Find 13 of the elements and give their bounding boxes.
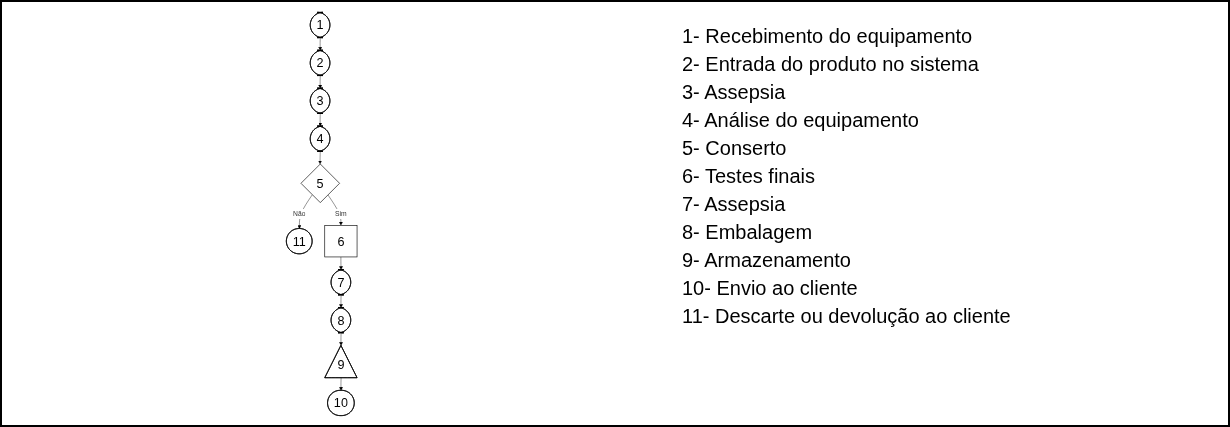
legend-note: 3- Assepsia [682,80,787,105]
node-diamond: 5 [300,163,341,203]
legend-note: 11- Descarte ou devolução ao cliente [682,304,1011,329]
legend-note: 4- Análise do equipamento [682,108,920,133]
legend-note: 10- Envio ao cliente [682,276,859,301]
legend-note: 9- Armazenamento [682,248,852,273]
legend-note: 1- Recebimento do equipamento [682,24,974,49]
legend-note: 7- Assepsia [682,192,787,217]
legend-note: 2- Entrada do produto no sistema [682,52,980,77]
legend-note: 5- Conserto [682,136,788,161]
node-box: 6 [324,224,358,257]
legend-note: 8- Embalagem [682,220,814,245]
legend-note: 6- Testes finais [682,164,817,189]
